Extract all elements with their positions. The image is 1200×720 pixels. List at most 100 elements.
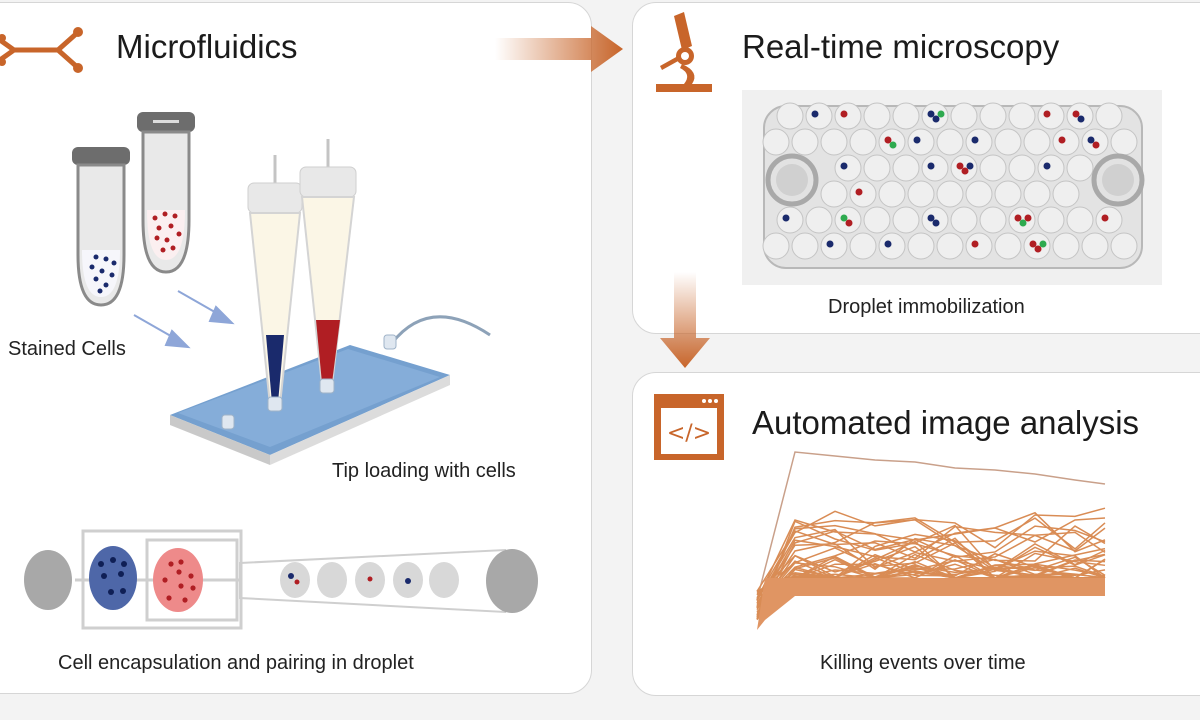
droplet (863, 206, 891, 234)
droplet (849, 128, 877, 156)
droplet (805, 102, 833, 130)
droplet-immobilization-array (742, 90, 1162, 285)
cell-dot (840, 110, 848, 118)
droplet (936, 128, 964, 156)
droplet (965, 180, 993, 208)
cell-dot (845, 219, 853, 227)
trace-line (756, 540, 1106, 607)
trace-line (756, 545, 1106, 596)
droplet (820, 180, 848, 208)
droplet (863, 154, 891, 182)
trace-line (756, 517, 1106, 609)
cell-dot (884, 240, 892, 248)
killing-events-chart (756, 451, 1106, 630)
droplet (994, 128, 1022, 156)
droplet (1037, 154, 1065, 182)
droplet (1008, 102, 1036, 130)
droplet (1110, 128, 1138, 156)
cell-dot (1077, 115, 1085, 123)
droplet (979, 102, 1007, 130)
droplet (878, 180, 906, 208)
arrow-down-to-analysis (660, 272, 710, 368)
droplet (1052, 232, 1080, 260)
droplet-immobilization-label: Droplet immobilization (828, 296, 1025, 318)
cell-dot (1072, 110, 1080, 118)
droplet (762, 232, 790, 260)
cell-dot (1058, 136, 1066, 144)
droplet (776, 102, 804, 130)
analysis-title: Automated image analysis (752, 404, 1140, 441)
cell-dot (840, 214, 848, 222)
droplet (791, 232, 819, 260)
droplet (936, 232, 964, 260)
cell-dot (884, 136, 892, 144)
droplet (834, 154, 862, 182)
droplet (994, 180, 1022, 208)
cell-dot (1029, 240, 1037, 248)
trace-line (756, 559, 1106, 608)
cell-encapsulation-diagram (24, 529, 538, 630)
droplet (950, 102, 978, 130)
code-window-icon: </> (654, 394, 724, 460)
droplet (863, 102, 891, 130)
droplet (820, 232, 848, 260)
cell-dot (826, 240, 834, 248)
droplet (1095, 206, 1123, 234)
stained-cells-label: Stained Cells (8, 338, 126, 360)
trace-line (756, 511, 1106, 609)
droplet (907, 180, 935, 208)
svg-text:</>: </> (667, 421, 711, 446)
tip-loading-label: Tip loading with cells (332, 460, 516, 482)
cell-dot (855, 188, 863, 196)
cell-dot (1019, 219, 1027, 227)
droplet (994, 232, 1022, 260)
cell-dot (1014, 214, 1022, 222)
microfluidic-chip-with-tips (170, 139, 491, 465)
droplet (979, 154, 1007, 182)
microfluidics-title: Microfluidics (116, 28, 298, 65)
droplet (892, 154, 920, 182)
cell-dot (1043, 110, 1051, 118)
droplet (907, 232, 935, 260)
cell-dot (889, 141, 897, 149)
droplet (921, 154, 949, 182)
cell-dot (1043, 162, 1051, 170)
cell-dot (932, 219, 940, 227)
cell-dot (1087, 136, 1095, 144)
cell-dot (840, 162, 848, 170)
droplet (1066, 206, 1094, 234)
trace-line (756, 451, 1106, 601)
droplet (791, 128, 819, 156)
droplet (1081, 232, 1109, 260)
droplet (849, 232, 877, 260)
cell-dot (937, 110, 945, 118)
cell-dot (1092, 141, 1100, 149)
cell-dot (913, 136, 921, 144)
droplet (1110, 232, 1138, 260)
cell-dot (927, 214, 935, 222)
droplet (1037, 206, 1065, 234)
cell-dot (811, 110, 819, 118)
droplet (936, 180, 964, 208)
cell-dot (1039, 240, 1047, 248)
droplet (1095, 102, 1123, 130)
killing-events-label: Killing events over time (820, 652, 1026, 674)
cell-dot (971, 240, 979, 248)
trace-line (756, 507, 1106, 599)
trace-line (756, 527, 1106, 601)
droplet (1023, 128, 1051, 156)
cell-dot (932, 115, 940, 123)
cell-dot (961, 167, 969, 175)
droplet (892, 102, 920, 130)
cell-dot (1024, 214, 1032, 222)
arrow-right-to-microscopy (495, 26, 623, 72)
blue-stained-cell-tube (72, 147, 130, 307)
trace-line (756, 555, 1105, 610)
droplet (950, 206, 978, 234)
droplet (776, 206, 804, 234)
droplet (834, 102, 862, 130)
droplet (878, 232, 906, 260)
droplet (1066, 154, 1094, 182)
cell-dot (1034, 245, 1042, 253)
droplet (965, 232, 993, 260)
